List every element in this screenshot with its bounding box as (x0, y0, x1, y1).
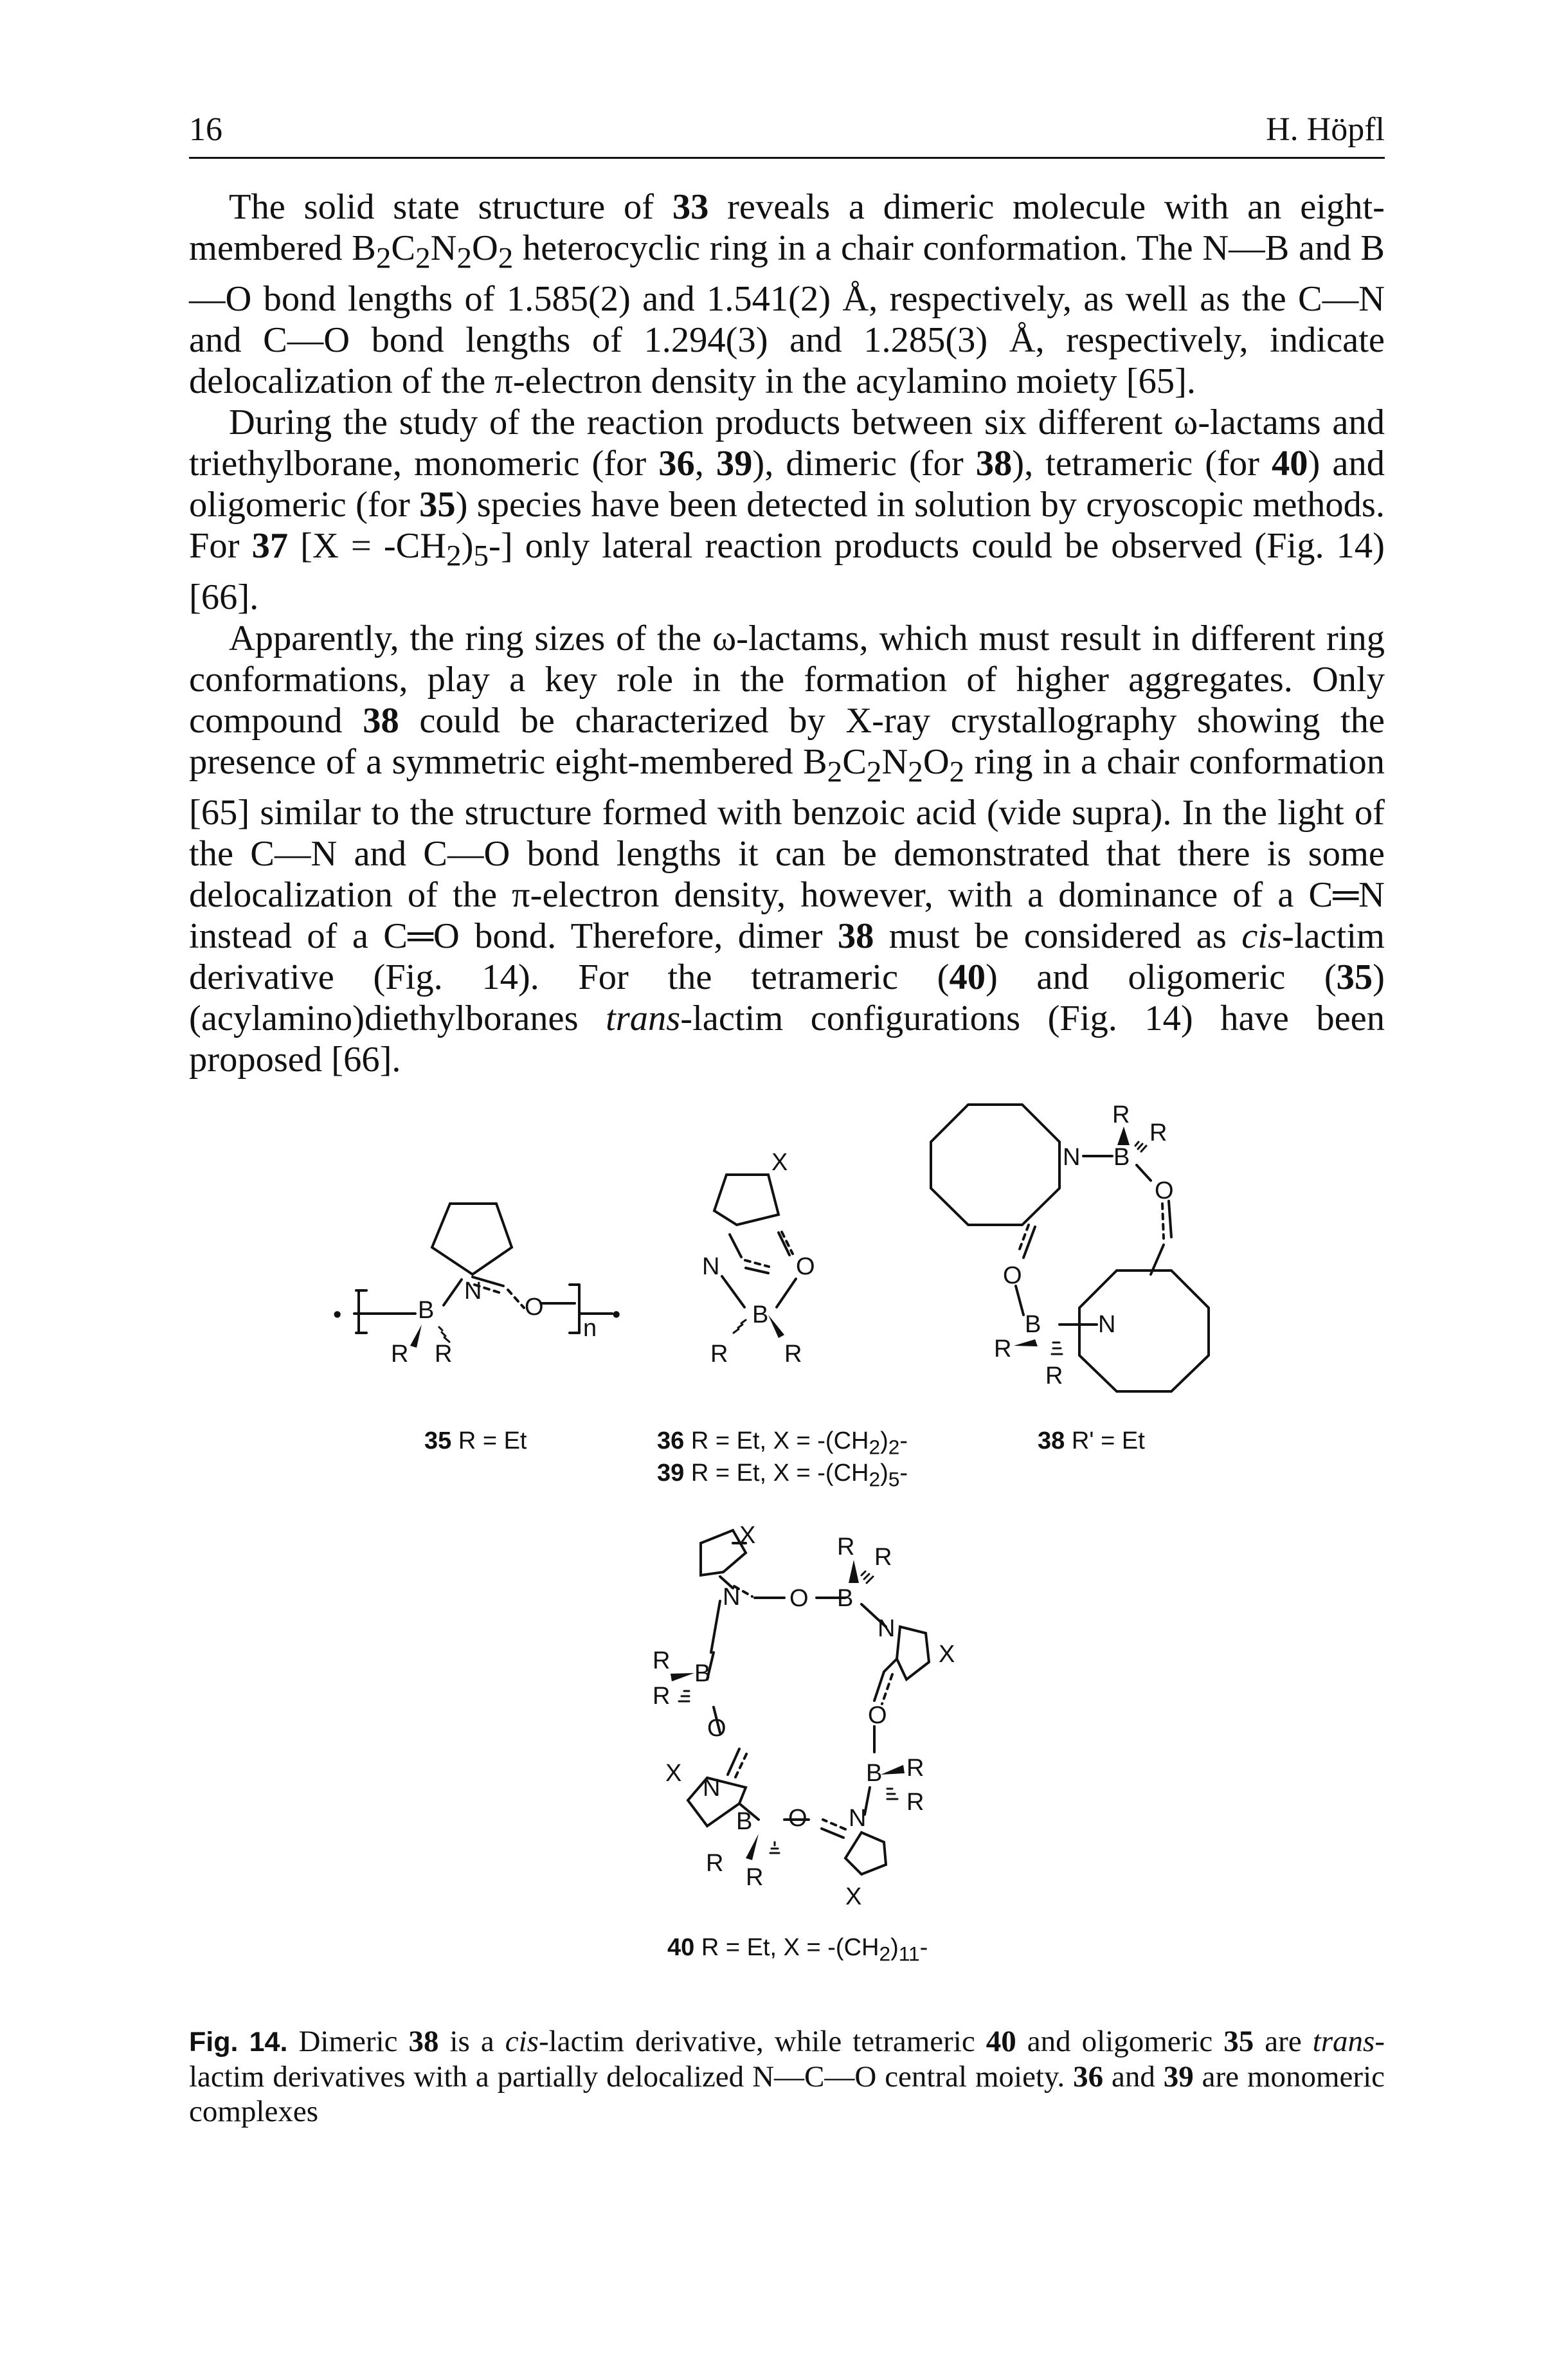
svg-text:N: N (702, 1253, 719, 1280)
label-39: 39 R = Et, X = -(CH2)5- (657, 1460, 908, 1491)
svg-text:N: N (723, 1584, 740, 1611)
figure-caption: Fig. 14. Dimeric 38 is a cis-lactim deri… (189, 2025, 1385, 2128)
paragraph-3: Apparently, the ring sizes of the ω-lact… (189, 618, 1385, 1080)
paragraph-1: The solid state structure of 33 reveals … (189, 187, 1385, 402)
figure-14: N B O R R n • • X N O B R (296, 1093, 1324, 2199)
svg-text:O: O (525, 1294, 544, 1321)
label-38: 38 R' = Et (1038, 1427, 1145, 1454)
svg-text:X: X (939, 1641, 955, 1668)
svg-text:X: X (845, 1883, 861, 1910)
svg-text:N: N (703, 1775, 720, 1802)
svg-text:X: X (665, 1760, 681, 1787)
svg-text:•: • (612, 1301, 620, 1328)
svg-text:B: B (694, 1660, 710, 1687)
svg-text:B: B (752, 1301, 768, 1328)
svg-text:X: X (739, 1522, 755, 1549)
svg-text:O: O (707, 1715, 726, 1742)
svg-text:R: R (710, 1341, 728, 1368)
svg-text:B: B (837, 1585, 853, 1612)
svg-text:R: R (837, 1533, 854, 1560)
body-text: The solid state structure of 33 reveals … (189, 186, 1385, 1080)
svg-text:R: R (706, 1850, 723, 1877)
svg-text:n: n (583, 1315, 597, 1342)
structure-36-39: X N O B R R (702, 1149, 815, 1368)
svg-text:R: R (784, 1341, 802, 1368)
svg-text:R: R (1149, 1119, 1167, 1146)
svg-text:B: B (418, 1297, 434, 1324)
svg-text:R: R (874, 1544, 892, 1571)
svg-text:•: • (333, 1301, 341, 1328)
svg-text:R: R (391, 1341, 408, 1368)
svg-text:O: O (1155, 1177, 1174, 1204)
svg-text:R: R (435, 1341, 452, 1368)
svg-text:O: O (796, 1253, 815, 1280)
svg-text:R: R (653, 1683, 670, 1710)
page-number: 16 (189, 111, 222, 148)
label-35: 35 R = Et (424, 1427, 527, 1454)
svg-text:O: O (1003, 1262, 1022, 1289)
structure-38: R R N B O O B N R R (930, 1101, 1210, 1393)
svg-text:N: N (878, 1615, 895, 1642)
svg-text:N: N (1098, 1311, 1115, 1338)
structure-40: X N O B R R N X O B R R N X O B R R N X … (653, 1522, 955, 1910)
svg-text:R: R (746, 1864, 763, 1891)
svg-text:R: R (1045, 1362, 1063, 1389)
svg-text:B: B (1113, 1144, 1130, 1171)
svg-text:R: R (653, 1647, 670, 1674)
svg-text:R: R (1112, 1101, 1130, 1128)
svg-text:X: X (771, 1149, 788, 1176)
svg-text:O: O (788, 1805, 807, 1832)
paragraph-2: During the study of the reaction product… (189, 403, 1385, 617)
svg-text:O: O (789, 1585, 809, 1612)
label-36: 36 R = Et, X = -(CH2)2- (657, 1427, 908, 1459)
structure-35: N B O R R n • • (333, 1202, 620, 1368)
structure-drawings: N B O R R n • • X N O B R (333, 1101, 1210, 1910)
label-40: 40 R = Et, X = -(CH2)11- (667, 1934, 928, 1966)
svg-text:O: O (868, 1702, 887, 1729)
svg-text:B: B (866, 1760, 882, 1787)
svg-text:N: N (849, 1805, 866, 1832)
svg-text:N: N (1063, 1144, 1080, 1171)
svg-text:R: R (906, 1789, 924, 1816)
svg-text:B: B (1025, 1311, 1041, 1338)
svg-text:R: R (906, 1755, 924, 1782)
svg-text:N: N (464, 1278, 482, 1305)
running-head: 16 H. Höpfl (189, 111, 1385, 159)
svg-text:B: B (736, 1808, 752, 1835)
svg-text:R: R (994, 1335, 1011, 1362)
running-head-author: H. Höpfl (1266, 111, 1385, 148)
